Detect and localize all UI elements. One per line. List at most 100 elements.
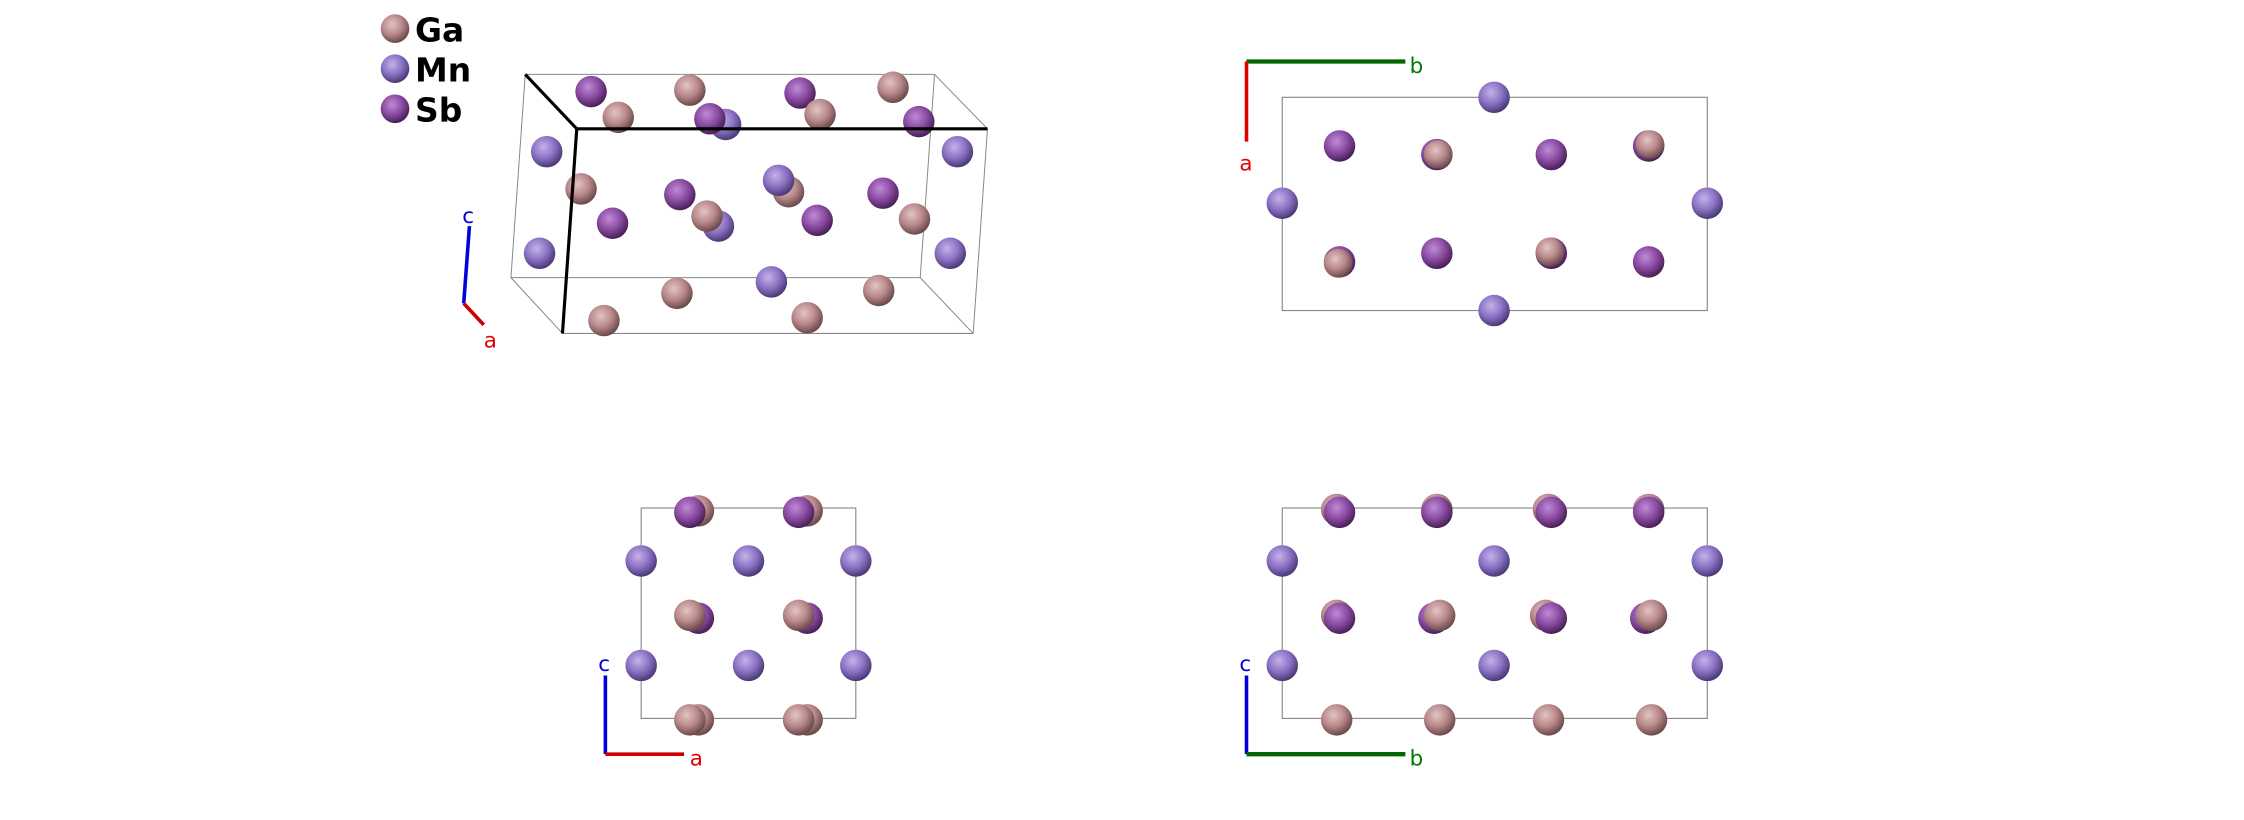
axis-indicator: c a — [461, 204, 497, 354]
atom-sb — [664, 178, 696, 211]
atom-mn — [941, 135, 974, 168]
atom-mn — [1266, 649, 1299, 682]
atom-ga — [1423, 704, 1456, 736]
atom-sb — [801, 204, 833, 237]
atom-ga — [898, 203, 931, 235]
unit-cell-box — [1281, 96, 1708, 312]
axis-indicator: c a — [598, 652, 703, 771]
atom-ga — [804, 98, 836, 131]
atom-sb — [1535, 602, 1568, 634]
atom-sb — [1632, 496, 1665, 529]
atom-sb — [867, 177, 899, 209]
atom-ga — [602, 101, 635, 134]
axis-a-label: a — [484, 329, 497, 354]
unit-cell-box — [640, 507, 857, 719]
axis-c-label: c — [462, 204, 474, 229]
atom-sb — [782, 496, 815, 529]
atom-ga — [1532, 704, 1565, 736]
atom-sb — [1323, 496, 1356, 529]
axis-indicator: b a — [1239, 54, 1423, 176]
atom-ga — [782, 704, 815, 736]
atom-sb — [694, 103, 726, 135]
legend-mn-ball — [380, 54, 410, 84]
axis-a-label: a — [690, 747, 703, 772]
atom-ga — [1423, 140, 1453, 169]
atom-mn — [755, 266, 788, 298]
atom-sb — [1535, 138, 1568, 171]
atom-ga — [1635, 599, 1668, 632]
atoms — [523, 71, 974, 337]
axis-b-label: b — [1410, 747, 1424, 772]
atom-mn — [840, 545, 872, 577]
atom-ga — [862, 274, 895, 307]
axis-a-label: a — [1239, 151, 1252, 176]
atom-mn — [840, 649, 872, 682]
atom-sb — [674, 496, 706, 529]
atom-ga — [565, 173, 597, 205]
atom-mn — [530, 135, 563, 168]
atom-mn — [732, 545, 765, 577]
atom-sb — [1323, 602, 1356, 634]
atom-ga — [674, 599, 706, 632]
legend-ga-label: Ga — [415, 11, 464, 50]
atom-ga — [1635, 130, 1665, 159]
unit-cell-box-front-edges — [524, 73, 988, 334]
atom-sb — [1421, 237, 1453, 270]
atom-mn — [523, 237, 556, 270]
axis-b-label: b — [1410, 54, 1424, 79]
atom-mn — [625, 545, 657, 577]
atom-ga — [661, 277, 693, 310]
atom-mn — [1478, 545, 1510, 577]
atom-ga — [1635, 704, 1668, 736]
legend: Ga Mn Sb — [380, 11, 471, 130]
atom-ga — [1535, 237, 1565, 267]
atom-mn — [1266, 187, 1299, 219]
axis-c-line — [461, 225, 472, 304]
atom-ga — [791, 301, 823, 334]
atom-sb — [1535, 496, 1568, 529]
atom-ga — [1323, 249, 1353, 278]
panel-along-a: c b — [1239, 493, 1724, 772]
atom-ga — [877, 71, 909, 104]
atom-ga — [674, 704, 706, 736]
atom-ga — [588, 304, 620, 337]
axis-c-label: c — [598, 652, 610, 677]
atom-mn — [1691, 649, 1724, 682]
atom-mn — [1691, 545, 1724, 577]
atom-sb — [1421, 496, 1453, 529]
panel-along-b: c a — [598, 495, 872, 772]
atom-ga — [782, 599, 815, 632]
axis-indicator: c b — [1239, 652, 1423, 771]
atom-mn — [625, 649, 657, 682]
atoms — [1266, 81, 1724, 327]
atom-mn — [1478, 294, 1510, 327]
legend-mn-label: Mn — [415, 51, 471, 90]
atom-ga — [691, 200, 723, 232]
atom-mn — [1266, 545, 1299, 577]
legend-sb-ball — [380, 94, 410, 124]
panel-along-c: b a — [1239, 54, 1724, 327]
atom-ga — [674, 74, 706, 106]
atom-mn — [1478, 649, 1510, 682]
atom-ga — [1423, 599, 1456, 632]
unit-cell-box — [510, 73, 988, 334]
axis-c-label: c — [1239, 652, 1251, 677]
unit-cell-box — [1281, 507, 1708, 719]
atom-sb — [1323, 130, 1356, 162]
atom-sb — [575, 75, 607, 108]
legend-sb-label: Sb — [415, 91, 462, 130]
atom-sb — [1632, 246, 1665, 278]
legend-ga-ball — [380, 14, 410, 43]
atom-mn — [1478, 81, 1510, 114]
panel-perspective: c a — [461, 71, 988, 354]
atom-mn — [762, 164, 795, 197]
atom-mn — [732, 649, 765, 682]
axis-a-line — [462, 302, 486, 327]
atom-mn — [1691, 187, 1724, 219]
atom-mn — [934, 237, 967, 270]
atom-sb — [784, 77, 816, 109]
atom-sb — [903, 105, 935, 138]
atom-sb — [596, 207, 629, 239]
atoms — [625, 495, 872, 736]
